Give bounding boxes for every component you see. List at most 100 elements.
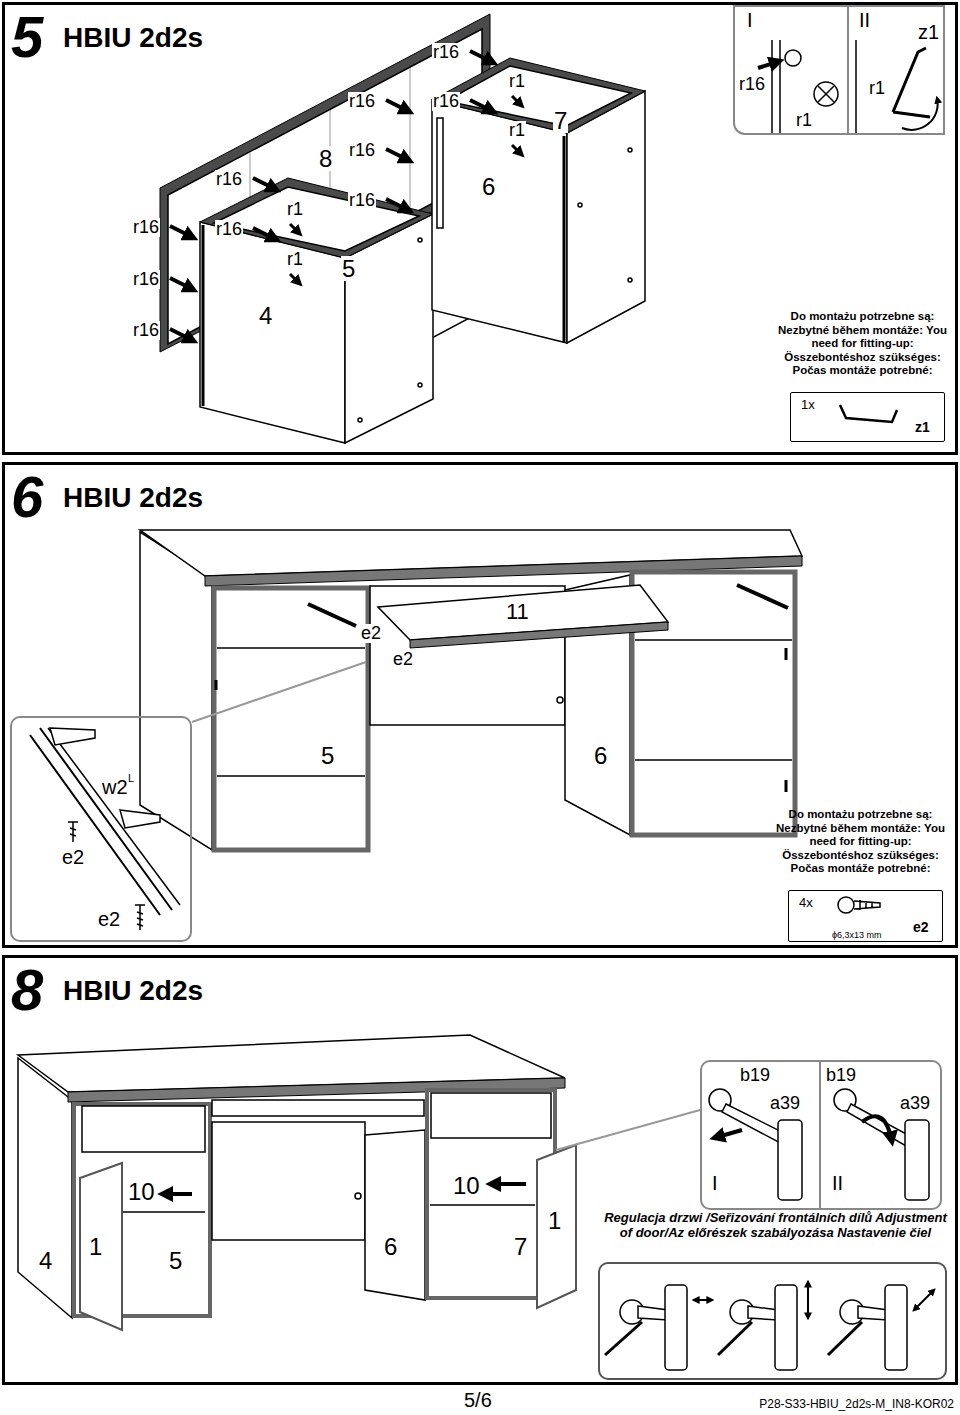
- detail-mark: II: [859, 9, 870, 31]
- model-code: HBIU 2d2s: [63, 23, 203, 54]
- open-door: [537, 1145, 576, 1308]
- modesty-panel: [212, 1122, 365, 1240]
- hinge-plate: [665, 1285, 687, 1370]
- shelf: [217, 647, 365, 649]
- part-code: r16: [432, 92, 460, 111]
- callout-number: 1: [88, 1234, 103, 1259]
- part-code: r1: [869, 79, 885, 99]
- drawer-front: [431, 1093, 551, 1138]
- part-code: e2: [913, 920, 929, 935]
- hinge-plate: [905, 1120, 929, 1200]
- part-code: r16: [348, 191, 376, 210]
- screw-icon: [68, 822, 78, 842]
- step-frame: 6HBIU 2d2sw2Le2e2Do montażu potrzebne są…: [2, 462, 958, 948]
- part-code: r1: [796, 111, 812, 131]
- part-code: e2: [62, 846, 84, 868]
- dowel-arrow: [470, 51, 494, 63]
- adjust-arrow: [914, 1290, 934, 1310]
- hinge: [785, 780, 788, 792]
- part-code: r1: [286, 200, 304, 219]
- callout-number: 6: [593, 743, 608, 768]
- part-code: r16: [739, 75, 765, 95]
- part-code: r1: [508, 72, 526, 91]
- screwdriver: [828, 1322, 862, 1355]
- cabinet-front: [432, 100, 567, 343]
- hole: [557, 697, 563, 703]
- dowel-arrow: [170, 329, 194, 341]
- adjust-arrow: [694, 1299, 712, 1301]
- keyboard-shelf-edge: [410, 622, 668, 648]
- parts-heading: Do montażu potrzebne są: Nezbytné během …: [772, 310, 953, 378]
- hinge-plate: [885, 1285, 907, 1370]
- insert-arrow: [162, 1192, 192, 1196]
- callout-number: 10: [127, 1179, 156, 1204]
- part-code: w2: [102, 776, 128, 798]
- runner-rail: [40, 728, 172, 910]
- part-code: b19: [740, 1066, 770, 1086]
- callout-number: 10: [452, 1173, 481, 1198]
- hole: [628, 148, 632, 152]
- part-code: r1: [286, 250, 304, 269]
- dowel-arrow: [386, 199, 410, 211]
- board-edge: [855, 40, 857, 133]
- cam-arrow: [290, 224, 300, 234]
- cabinet-front: [200, 222, 345, 443]
- drawer-runner: [737, 585, 788, 608]
- cam-lock: [814, 82, 838, 106]
- parts-needed-box: Do montażu potrzebne są: Nezbytné během …: [772, 310, 953, 444]
- runner-bracket: [120, 810, 160, 828]
- cam-arrow: [512, 96, 522, 106]
- insert-arrow: [490, 1182, 526, 1186]
- inset-divider: [847, 5, 849, 135]
- callout-number: 5: [320, 743, 335, 768]
- open-door: [80, 1163, 122, 1330]
- part-code: r16: [215, 220, 243, 239]
- callout-number: 7: [513, 1234, 528, 1259]
- detail-mark: I: [712, 1172, 718, 1194]
- leader-line: [192, 662, 366, 722]
- callout-number: 6: [481, 174, 496, 199]
- callout-number: 8: [318, 146, 333, 171]
- part-code: r1: [508, 121, 526, 140]
- model-code: HBIU 2d2s: [63, 976, 203, 1007]
- dimension: ϕ6,3x13 mm: [832, 931, 882, 941]
- side-panel: [365, 1130, 425, 1300]
- key-tool: [893, 48, 926, 112]
- cabinet-opening: [446, 66, 631, 126]
- detail-mark: I: [747, 9, 753, 31]
- hinge-arm: [638, 1306, 668, 1320]
- hinge: [785, 648, 788, 660]
- hinge-plate: [775, 1285, 797, 1370]
- part-code: z1: [918, 21, 939, 43]
- runner-bracket: [50, 728, 95, 745]
- dowel-arrow: [170, 278, 194, 290]
- hinge: [215, 680, 218, 690]
- cam-arrow: [512, 145, 522, 155]
- cabinet-frame: [214, 588, 368, 850]
- insert-arrow: [758, 61, 780, 68]
- part-code: e2: [98, 908, 120, 930]
- part-code: r16: [432, 43, 460, 62]
- key-tool: [893, 112, 930, 117]
- hole: [628, 278, 632, 282]
- part-code: e2: [360, 624, 382, 643]
- callout-number: 5: [341, 256, 356, 281]
- panel-edge: [563, 136, 566, 342]
- runner-rail: [48, 728, 180, 905]
- part-code: b19: [826, 1066, 856, 1086]
- callout-number: 4: [258, 303, 273, 328]
- callout-number: 11: [505, 600, 530, 623]
- side-panel: [140, 532, 212, 850]
- dowel-head: [785, 50, 801, 66]
- adjustment-heading: Regulacja drzwi /Seřizování frontálních …: [598, 1210, 953, 1241]
- step-frame: 8HBIU 2d2sb19a39b19a39IIIRegulacja drzwi…: [2, 955, 958, 1385]
- detail-inset: IIIz1r16r1r1: [733, 5, 945, 135]
- shelf: [120, 1211, 205, 1213]
- detail-mark: II: [832, 1172, 843, 1194]
- cabinet-top-rim: [432, 58, 645, 133]
- part-code: r16: [132, 321, 160, 340]
- part-code: r16: [348, 141, 376, 160]
- dowel-arrow: [253, 178, 277, 190]
- screwdriver: [605, 1322, 642, 1355]
- cabinet-side: [567, 91, 645, 343]
